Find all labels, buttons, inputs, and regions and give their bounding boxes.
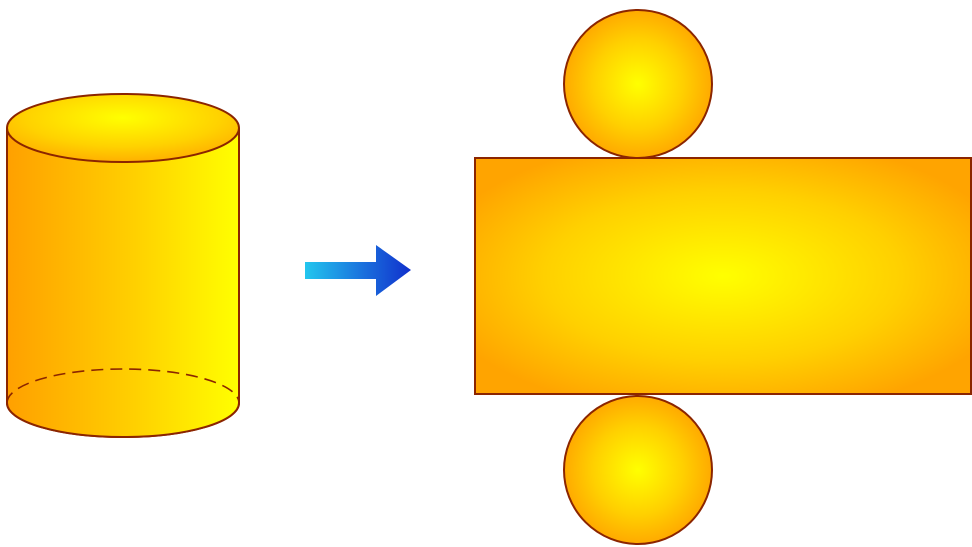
right-arrow-icon xyxy=(305,245,411,296)
net-top-circle-icon xyxy=(563,9,713,159)
cylinder-bottom-front-arc xyxy=(6,402,240,438)
cylinder-side xyxy=(7,128,239,437)
cylinder-icon xyxy=(6,93,240,438)
cylinder-bottom-hidden-arc xyxy=(6,368,240,404)
net-rectangle-icon xyxy=(474,157,972,395)
cylinder-top-face xyxy=(6,93,240,163)
net-bottom-circle-icon xyxy=(563,395,713,545)
